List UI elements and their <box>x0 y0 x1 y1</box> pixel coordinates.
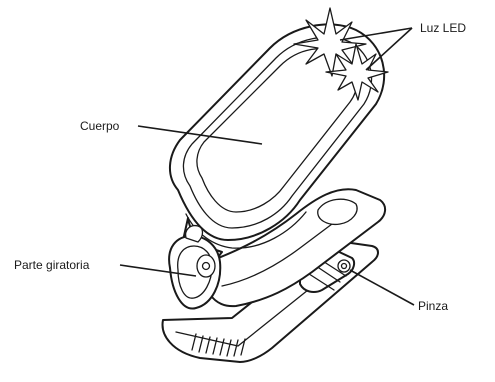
leader-clip <box>350 270 414 305</box>
swivel-joint <box>169 226 220 309</box>
label-led-light: Luz LED <box>420 21 466 35</box>
label-clip: Pinza <box>418 299 448 313</box>
label-swivel: Parte giratoria <box>14 258 90 272</box>
label-body: Cuerpo <box>80 119 120 133</box>
